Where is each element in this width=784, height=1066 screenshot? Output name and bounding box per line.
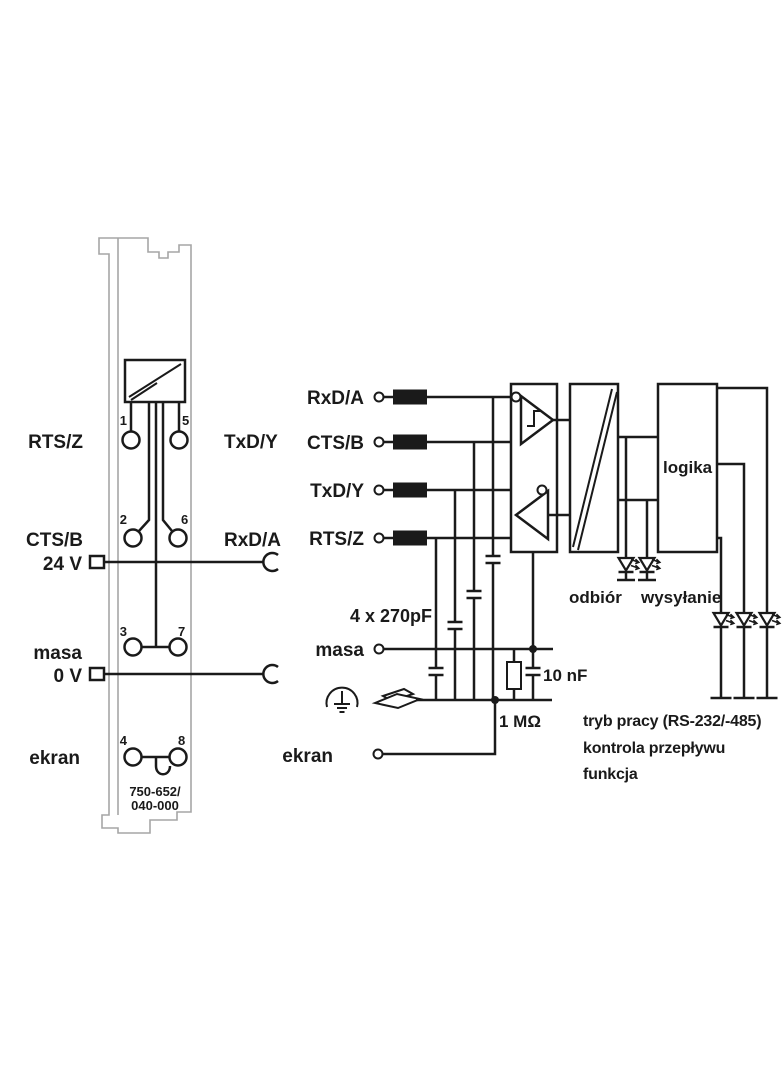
module-label-24v: 24 V: [43, 554, 82, 575]
logic-label: logika: [663, 458, 713, 477]
contact-5: [169, 430, 189, 450]
status-led-3-terminal: [710, 627, 732, 700]
status-led-1: [758, 611, 782, 629]
cap-10nf: [525, 649, 541, 700]
power-feed-24v-terminal: [88, 554, 106, 570]
terminal-number-6: 6: [181, 512, 188, 527]
status-led-2-wire: [717, 462, 746, 613]
contact-3: [123, 637, 143, 657]
terminal-number-4: 4: [120, 733, 128, 748]
logic-box: [656, 382, 719, 554]
status-led-3-wire: [717, 536, 723, 613]
terminal-number-7: 7: [178, 624, 185, 639]
terminal-number-8: 8: [178, 733, 185, 748]
series-resistor-rts: [393, 530, 427, 546]
shield-hook: [154, 757, 172, 776]
signal-label-rts-z: RTS/Z: [309, 529, 364, 550]
wire-terminal-6: [161, 402, 173, 532]
signal-label-txd-y: TxD/Y: [310, 481, 364, 502]
status-led-2-terminal: [733, 627, 755, 700]
receiver-amplifier: [519, 393, 556, 447]
terminal-circle-cts: [373, 436, 385, 448]
cap-10nf-label: 10 nF: [543, 666, 587, 685]
io-module: 1 5 2 6 3 7 4 8 RTS/Z CTS/B 24 V masa 0 …: [26, 237, 281, 834]
led-transmit: [638, 556, 662, 574]
module-label-0v: 0 V: [53, 666, 82, 687]
led-receive-label: odbiór: [569, 588, 622, 607]
module-label-cts-b: CTS/B: [26, 530, 83, 551]
series-resistor-cts: [393, 434, 427, 450]
circuit-schematic: RxD/A CTS/B TxD/Y RTS/Z 4 x 270pF: [282, 382, 782, 783]
status-led-label-2: kontrola przepływu: [583, 740, 725, 757]
status-led-label-3: funkcja: [583, 766, 638, 783]
status-led-1-wire: [717, 386, 769, 613]
cap-line-rxd: [485, 397, 501, 700]
led-receive-terminal: [617, 572, 635, 582]
bleed-resistor: [506, 661, 522, 690]
module-label-ekran: ekran: [29, 748, 80, 769]
receiver-input-bubble: [510, 391, 522, 403]
shield-label: ekran: [282, 746, 333, 767]
signal-label-rxd-a: RxD/A: [307, 388, 364, 409]
driver-output-bubble: [536, 484, 548, 496]
cap-line-cts: [466, 442, 482, 700]
led-transmit-terminal: [638, 572, 656, 582]
series-resistor-rxd: [393, 389, 427, 405]
contact-6: [168, 528, 188, 548]
signal-label-cts-b: CTS/B: [307, 433, 364, 454]
terminal-number-3: 3: [120, 624, 127, 639]
ground-label: masa: [315, 640, 364, 661]
capacitors-label: 4 x 270pF: [350, 606, 432, 626]
module-label-rts-z: RTS/Z: [28, 432, 83, 453]
led-receive: [617, 556, 641, 574]
bleed-resistor-label: 1 MΩ: [499, 712, 541, 731]
part-number-line1: 750-652/: [129, 784, 181, 799]
power-feed-0v-terminal: [88, 666, 106, 682]
series-resistor-txd: [393, 482, 427, 498]
contact-1: [121, 430, 141, 450]
terminal-circle-masa: [373, 643, 385, 655]
terminal-number-2: 2: [120, 512, 127, 527]
earth-ground-symbol: [325, 686, 359, 713]
isolation-diagonals: [572, 388, 618, 551]
contact-7: [168, 637, 188, 657]
status-led-2: [735, 611, 759, 629]
terminal-circle-rxd: [373, 391, 385, 403]
contact-4: [123, 747, 143, 767]
shield-wire: [382, 700, 497, 756]
terminal-number-5: 5: [182, 413, 189, 428]
module-label-txd-y: TxD/Y: [224, 432, 278, 453]
cap-line-rts: [428, 538, 444, 700]
status-led-3: [712, 611, 736, 629]
hysteresis-icon: [527, 410, 541, 427]
terminal-number-1: 1: [120, 413, 127, 428]
power-jumper-24v-socket: [262, 551, 279, 573]
module-label-masa: masa: [33, 643, 82, 664]
dcdc-diagonal: [128, 363, 182, 401]
module-label-rxd-a: RxD/A: [224, 530, 281, 551]
status-led-label-1: tryb pracy (RS-232/-485): [583, 713, 761, 730]
power-jumper-0v-socket: [262, 663, 279, 685]
terminal-circle-rts: [373, 532, 385, 544]
contact-2: [123, 528, 143, 548]
contact-8: [168, 747, 188, 767]
module-housing-outline: [98, 237, 192, 834]
wire-terminal-2: [138, 402, 151, 532]
status-led-1-terminal: [756, 627, 778, 700]
terminal-circle-txd: [373, 484, 385, 496]
led-transmit-label: wysyłanie: [640, 588, 721, 607]
part-number-line2: 040-000: [131, 798, 179, 813]
terminal-circle-ekran: [372, 748, 384, 760]
cap-line-txd: [447, 490, 463, 700]
